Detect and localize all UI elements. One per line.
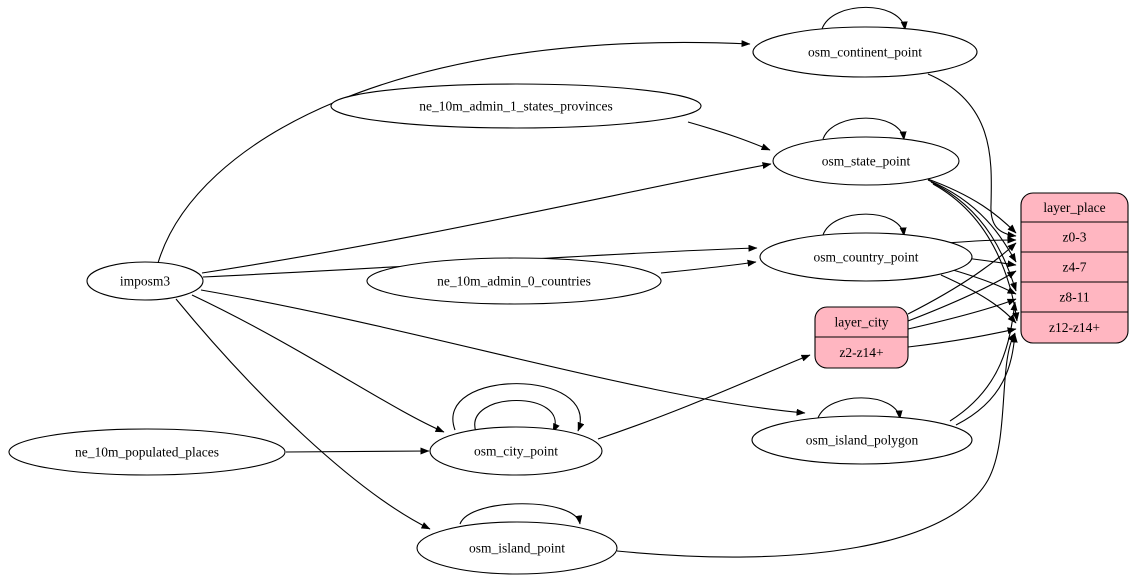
edge-osm_country_point-to-layer_place_z12-z14+ — [940, 274, 1017, 324]
edge-osm_city_point-to-osm_city_point — [474, 400, 560, 433]
osm_island_polygon-ellipse — [751, 415, 973, 465]
edge-osm_city_point-to-osm_city_point — [452, 383, 585, 432]
node-osm_country_point: osm_country_point — [759, 232, 973, 282]
layer_city-row-z2-z14+: z2-z14+ — [839, 345, 883, 360]
node-ne_10m_admin_0_countries: ne_10m_admin_0_countries — [366, 257, 662, 305]
node-ne_10m_admin_1_states_provinces: ne_10m_admin_1_states_provinces — [330, 83, 702, 129]
layer_city-row-layer_city: layer_city — [835, 315, 889, 330]
nodes-layer: imposm3 ne_10m_admin_1_states_provincesne… — [8, 26, 1129, 575]
edge-osm_state_point-to-osm_state_point — [822, 117, 907, 141]
edge-osm_country_point-to-layer_place_z0-3 — [946, 236, 1017, 244]
node-imposm3: imposm3 — [86, 261, 204, 301]
edge-osm_continent_point-to-layer_place_z0-3 — [927, 73, 1017, 239]
edge-osm_country_point-to-layer_place_z8-11 — [952, 269, 1017, 295]
ne_10m_populated_places-label: ne_10m_populated_places — [75, 445, 219, 460]
edge-ne_10m_populated_places-to-osm_city_point — [285, 447, 430, 455]
node-layer_place: layer_place z0-3 z4-7 z8-11 z12-z14+ — [1020, 192, 1129, 344]
node-osm_city_point: osm_city_point — [429, 426, 603, 476]
osm_city_point-ellipse — [429, 426, 603, 476]
ne_10m_admin_1_states_provinces-label: ne_10m_admin_1_states_provinces — [419, 99, 612, 114]
edge-layer_city_z2-z14+-to-layer_place_z0-3 — [907, 242, 1017, 315]
edge-layer_city_z2-z14+-to-layer_place_z8-11 — [907, 298, 1017, 330]
layer_place-row-z4-7: z4-7 — [1063, 260, 1087, 275]
edge-osm_island_point-to-layer_place_z12-z14+ — [616, 332, 1016, 558]
edge-imposm3-to-osm_island_polygon — [200, 289, 806, 416]
osm_state_point-label: osm_state_point — [822, 154, 911, 169]
ne_10m_populated_places-ellipse — [8, 428, 286, 476]
layer_place-row-z8-11: z8-11 — [1059, 290, 1089, 305]
layer_place-row-z12-z14+: z12-z14+ — [1049, 320, 1100, 335]
edge-ne_10m_admin_1_states_provinces-to-osm_state_point — [687, 121, 771, 151]
node-layer_city: layer_city z2-z14+ — [814, 306, 909, 369]
ne_10m_admin_1_states_provinces-ellipse — [330, 83, 702, 129]
osm_state_point-ellipse — [772, 136, 960, 186]
osm_continent_point-ellipse — [752, 26, 978, 78]
node-osm_continent_point: osm_continent_point — [752, 26, 978, 78]
osm_country_point-label: osm_country_point — [814, 250, 919, 265]
osm_city_point-label: osm_city_point — [474, 444, 558, 459]
edge-osm_island_polygon-to-layer_place_z8-11 — [949, 301, 1018, 422]
node-osm_island_polygon: osm_island_polygon — [751, 415, 973, 465]
edge-osm_city_point-to-layer_city_z2-z14+ — [597, 354, 811, 440]
ne_10m_admin_0_countries-ellipse — [366, 257, 662, 305]
imposm3-ellipse — [86, 261, 204, 301]
osm_island_polygon-label: osm_island_polygon — [806, 433, 919, 448]
edge-ne_10m_admin_0_countries-to-osm_country_point — [660, 259, 757, 274]
edge-osm_island_polygon-to-osm_island_polygon — [817, 397, 903, 420]
osm_island_point-label: osm_island_point — [469, 541, 565, 556]
osm_island_point-ellipse — [416, 521, 618, 575]
edge-osm_state_point-to-layer_place_z8-11 — [930, 181, 1017, 292]
layer_place-record — [1020, 192, 1129, 344]
osm_continent_point-label: osm_continent_point — [808, 45, 922, 60]
node-osm_island_point: osm_island_point — [416, 521, 618, 575]
node-osm_state_point: osm_state_point — [772, 136, 960, 186]
layer_place-row-z0-3: z0-3 — [1063, 230, 1087, 245]
edge-osm_island_point-to-osm_island_point — [459, 503, 583, 525]
node-ne_10m_populated_places: ne_10m_populated_places — [8, 428, 286, 476]
osm_country_point-ellipse — [759, 232, 973, 282]
edges-layer — [157, 6, 1020, 558]
layer_place-row-layer_place: layer_place — [1043, 200, 1105, 215]
edge-osm_country_point-to-osm_country_point — [822, 213, 907, 237]
edge-imposm3-to-osm_continent_point — [157, 40, 751, 264]
edge-imposm3-to-osm_city_point — [191, 294, 445, 433]
edge-osm_state_point-to-layer_place_z4-7 — [927, 179, 1017, 263]
edge-imposm3-to-osm_state_point — [201, 162, 772, 274]
imposm3-label: imposm3 — [120, 274, 171, 289]
edge-osm_island_polygon-to-layer_place_z12-z14+ — [955, 333, 1018, 426]
ne_10m_admin_0_countries-label: ne_10m_admin_0_countries — [437, 274, 591, 289]
edge-osm_continent_point-to-osm_continent_point — [821, 6, 908, 31]
edge-layer_city_z2-z14+-to-layer_place_z12-z14+ — [907, 327, 1017, 348]
edge-imposm3-to-osm_island_point — [175, 298, 431, 530]
edge-layer_city_z2-z14+-to-layer_place_z4-7 — [907, 270, 1017, 322]
edge-osm_state_point-to-layer_place_z0-3 — [924, 177, 1017, 234]
